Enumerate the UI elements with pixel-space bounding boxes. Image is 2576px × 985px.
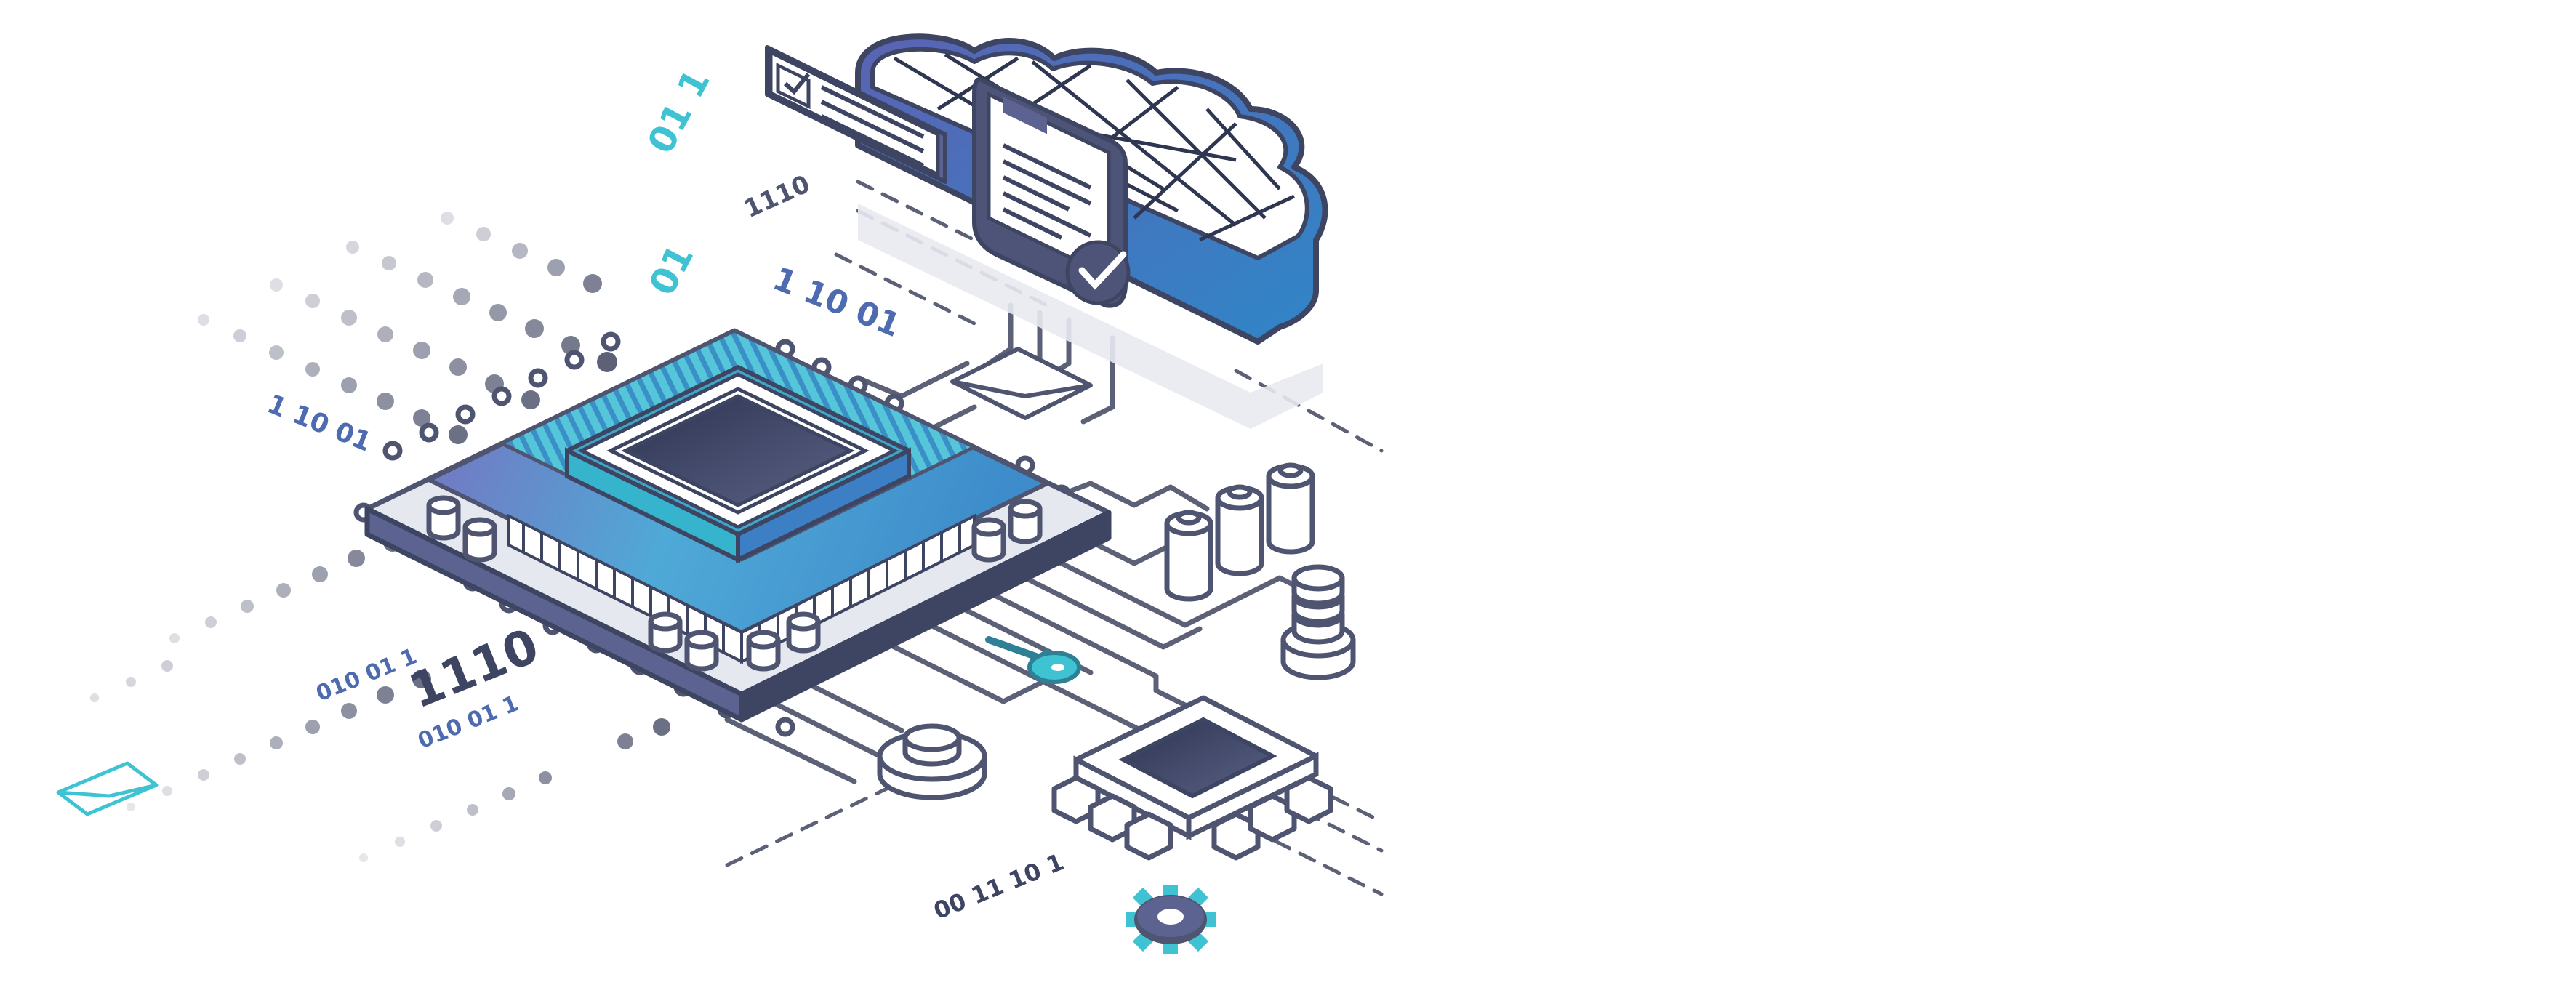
envelope-icon [56, 761, 159, 816]
key-icon [985, 636, 1081, 684]
cpu-board [364, 328, 1112, 723]
binary-label-large-left: 1110 [401, 618, 546, 720]
binary-label-blue-cloud: 1 10 01 [768, 260, 905, 345]
battery-icon [1164, 462, 1315, 602]
coin-stack-icon [1280, 564, 1356, 680]
cpu-icon [1051, 695, 1333, 861]
envelope-icon [950, 347, 1093, 420]
binary-label-bottom: 00 11 10 1 [930, 848, 1068, 925]
checkbox-panel [765, 45, 947, 184]
document-icon [972, 77, 1131, 308]
dot-field-lower [90, 533, 670, 862]
binary-label-gray-top: 1110 [739, 169, 814, 224]
dot-field-upper [198, 212, 617, 444]
binary-label-blue-left: 1 10 01 [263, 389, 376, 457]
checkbox-icon [776, 63, 811, 110]
gear-icon [1126, 885, 1216, 954]
capacitors [426, 495, 1043, 672]
server-button [877, 723, 987, 800]
binary-label-teal-mid: 01 [641, 238, 702, 302]
binary-label-teal-top: 01 1 [639, 63, 718, 161]
